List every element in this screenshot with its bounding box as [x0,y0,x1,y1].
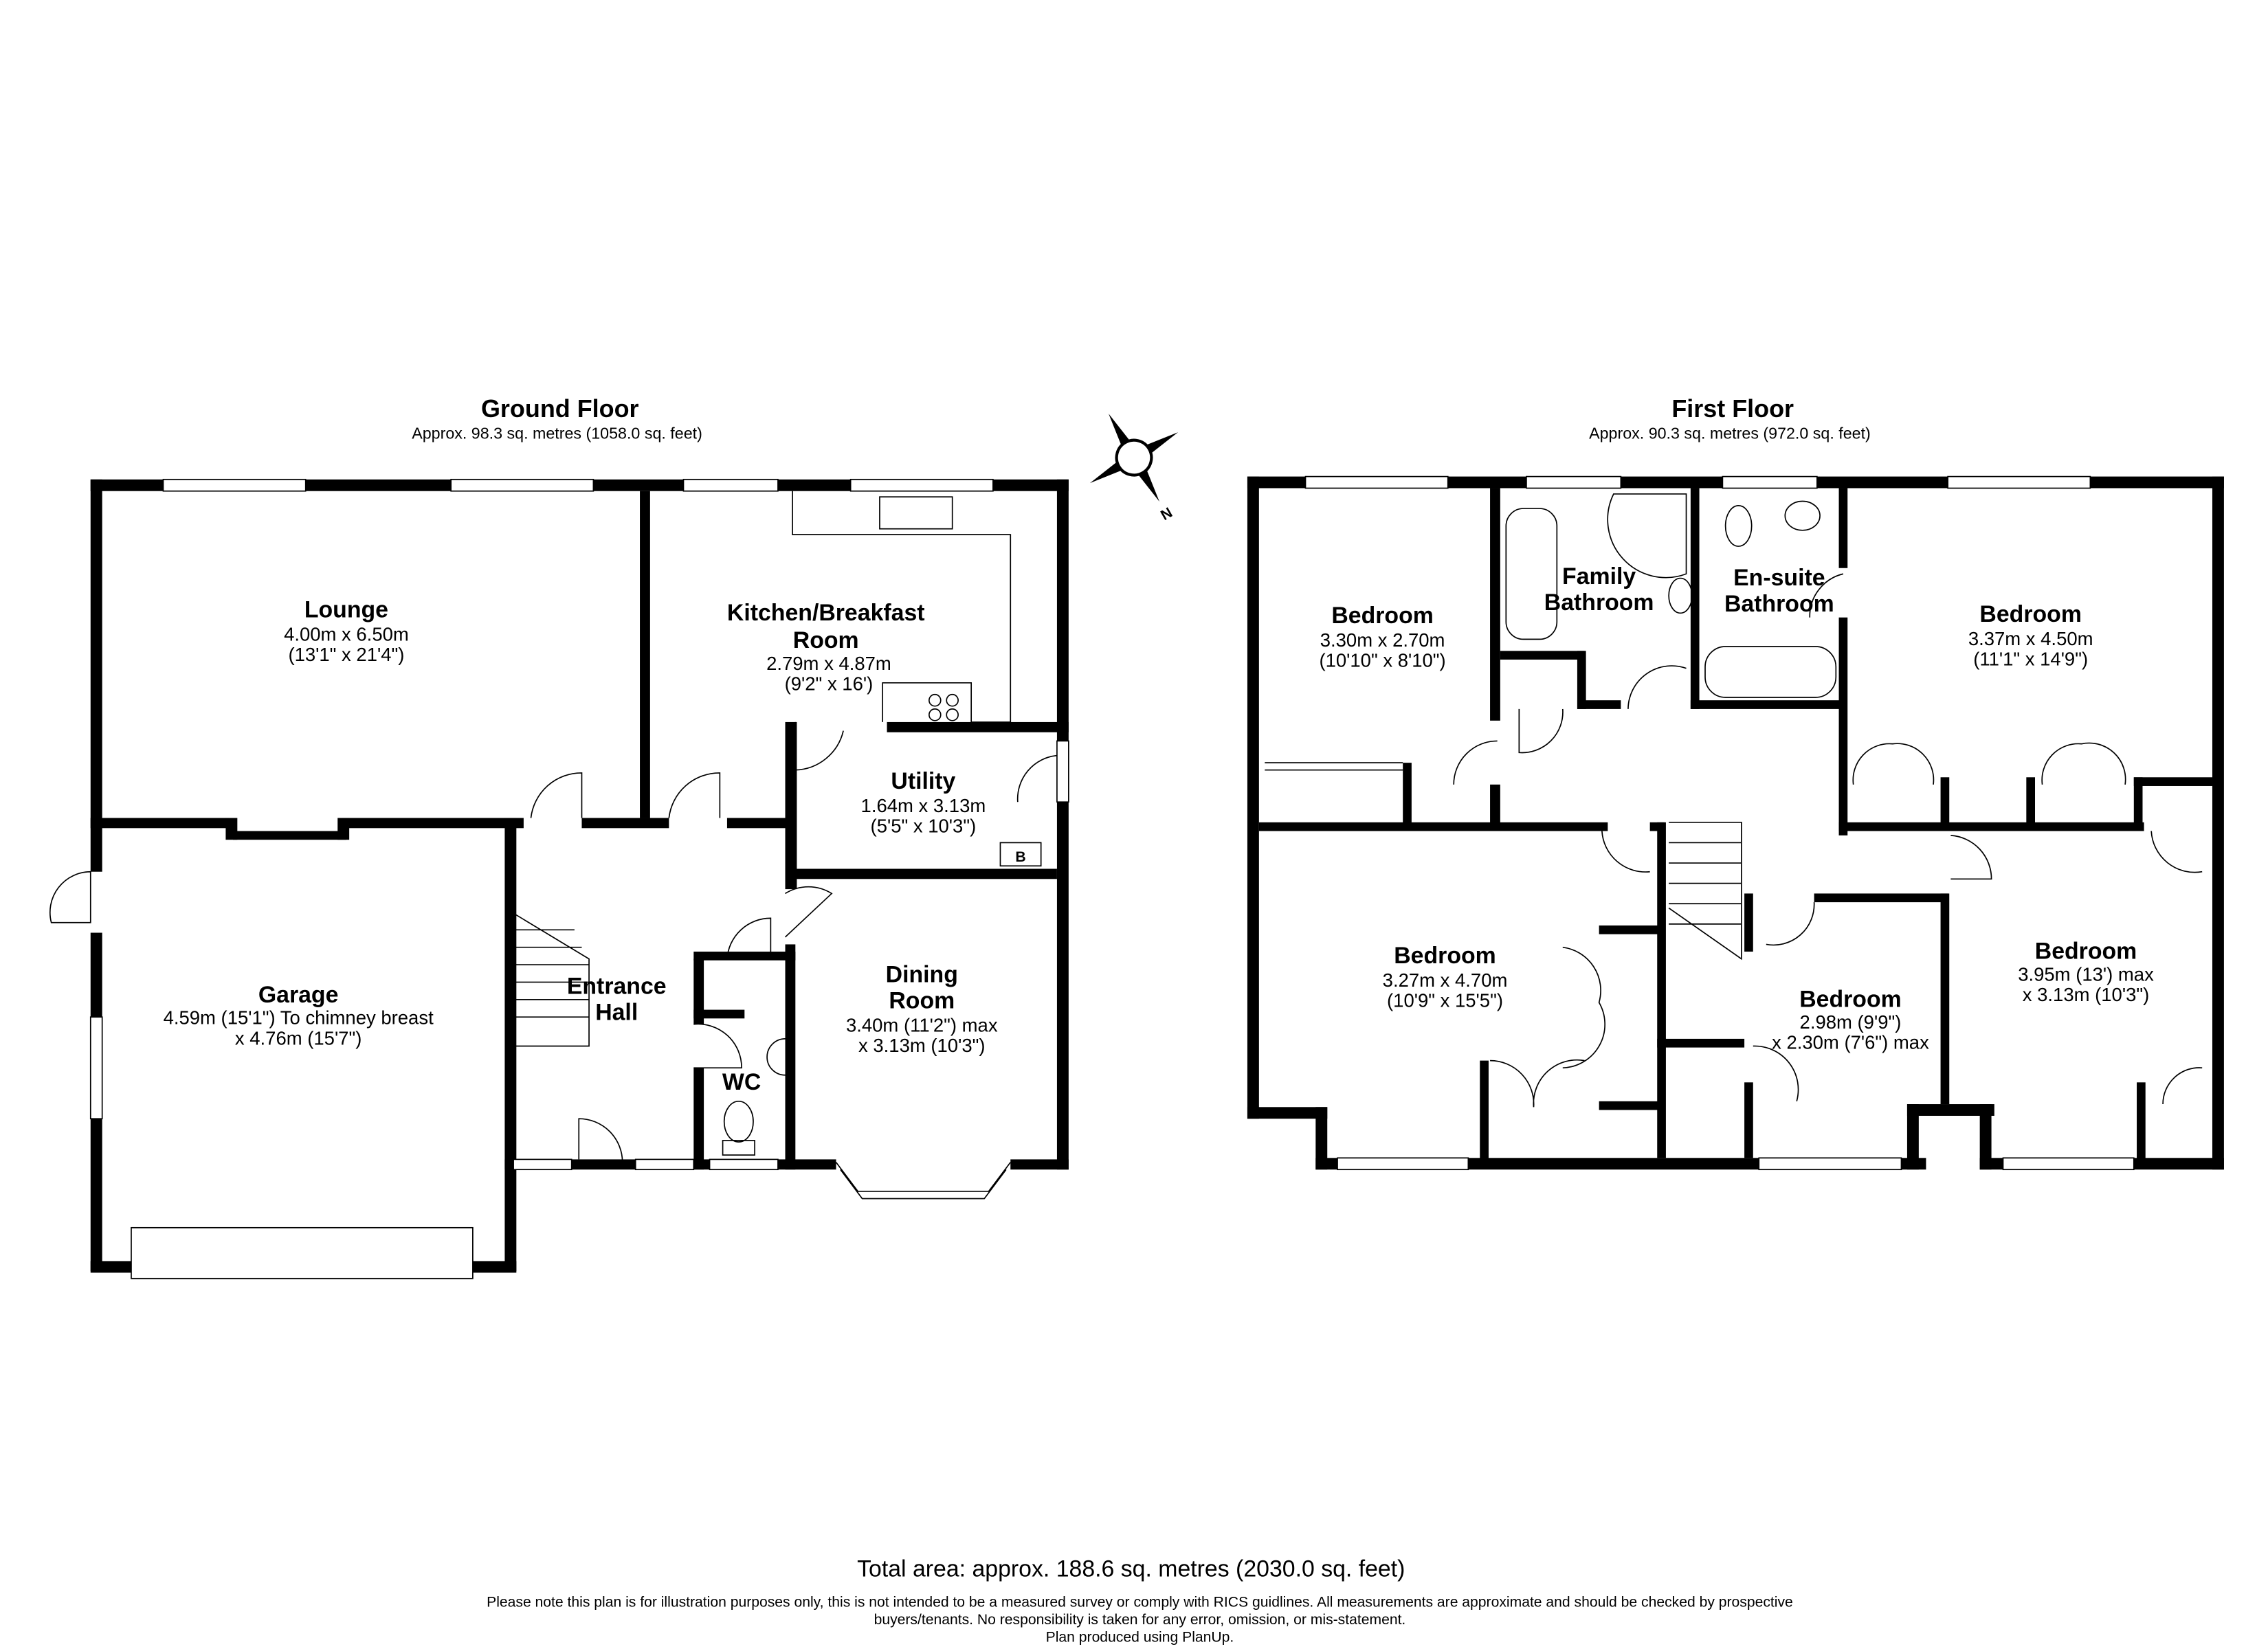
room-family-bathroom: Family [1562,563,1636,590]
room-dim: (5'5" x 10'3") [871,816,977,837]
compass-north-label: N [1158,505,1175,524]
room-dim: x 3.13m (10'3") [2023,984,2149,1005]
room-dim: 3.27m x 4.70m [1383,969,1508,991]
first-floor-plan: First Floor Approx. 90.3 sq. metres (972… [1247,394,2224,1171]
compass-icon: N [1089,413,1179,524]
room-kitchen: Kitchen/Breakfast [727,600,925,626]
room-ensuite-bathroom-line2: Bathroom [1724,591,1834,617]
first-floor-windows [1304,475,2135,1171]
room-dim: 4.00m x 6.50m [284,624,409,645]
room-dim: (13'1" x 21'4") [288,644,404,665]
disclaimer-line-1: Please note this plan is for illustratio… [487,1595,1793,1611]
room-entrance-hall: Entrance [567,973,667,999]
ground-floor-labels: Lounge 4.00m x 6.50m (13'1" x 21'4") Kit… [164,597,998,1095]
room-dim: (11'1" x 14'9") [1973,648,2088,669]
ground-floor-area: Approx. 98.3 sq. metres (1058.0 sq. feet… [412,425,702,442]
room-dim: 1.64m x 3.13m [861,795,986,816]
room-dim: 3.95m (13') max [2018,963,2154,985]
room-dim: 2.98m (9'9") [1800,1011,1902,1033]
room-wc: WC [722,1069,761,1095]
room-bedroom-4: Bedroom [1799,986,1901,1012]
room-ensuite-bathroom: En-suite [1733,565,1825,591]
room-garage: Garage [258,982,339,1008]
room-dim: (10'10" x 8'10") [1319,650,1445,671]
footer: Total area: approx. 188.6 sq. metres (20… [487,1556,1793,1645]
ground-floor-walls [90,479,1069,1273]
first-floor-area: Approx. 90.3 sq. metres (972.0 sq. feet) [1589,425,1871,442]
room-bedroom-5: Bedroom [2035,939,2137,965]
room-dim: 2.79m x 4.87m [766,653,891,674]
room-dim: (9'2" x 16') [785,673,874,694]
room-utility: Utility [891,768,955,794]
ground-floor-fixtures: B [49,491,1058,1163]
room-dim: 3.37m x 4.50m [1968,628,2093,649]
ground-floor-windows [89,478,1069,1279]
room-dim: x 4.76m (15'7") [235,1027,362,1048]
room-family-bathroom-line2: Bathroom [1544,590,1654,616]
ground-floor-title: Ground Floor [481,394,639,423]
room-dim: 3.30m x 2.70m [1320,629,1445,651]
first-floor-fixtures [1265,493,2203,1108]
ground-floor-plan: Ground Floor Approx. 98.3 sq. metres (10… [49,394,1069,1279]
room-dining-line2: Room [889,987,955,1013]
room-lounge: Lounge [304,597,388,623]
room-bedroom-3: Bedroom [1394,943,1496,969]
disclaimer-line-3: Plan produced using PlanUp. [1046,1629,1234,1645]
room-dim: (10'9" x 15'5") [1387,989,1503,1011]
room-dining: Dining [886,961,958,987]
room-dim: x 3.13m (10'3") [858,1035,985,1056]
room-kitchen-line2: Room [793,627,859,653]
room-bedroom-2: Bedroom [1979,601,2081,627]
room-dim: 3.40m (11'2") max [846,1014,998,1035]
room-bedroom-1: Bedroom [1331,603,1433,629]
total-area: Total area: approx. 188.6 sq. metres (20… [857,1556,1405,1582]
room-dim: 4.59m (15'1") To chimney breast [164,1007,434,1029]
room-dim: x 2.30m (7'6") max [1772,1032,1929,1053]
disclaimer-line-2: buyers/tenants. No responsibility is tak… [874,1612,1406,1628]
room-entrance-hall-line2: Hall [595,999,638,1025]
first-floor-labels: Bedroom 3.30m x 2.70m (10'10" x 8'10") F… [1319,563,2154,1053]
boiler-label: B [1015,849,1025,865]
first-floor-title: First Floor [1671,394,1794,423]
